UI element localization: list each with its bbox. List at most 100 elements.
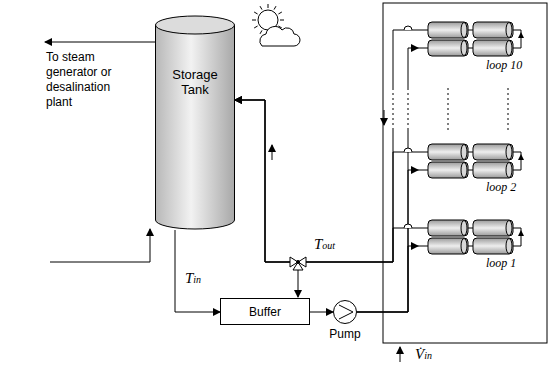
drawing-part <box>408 88 409 130</box>
drawing-part <box>260 26 300 46</box>
inlet-pipe <box>50 229 150 262</box>
drawing-part <box>428 162 468 178</box>
drawing-part <box>260 30 262 33</box>
drawing-part <box>473 238 513 254</box>
drawing-part <box>468 152 473 153</box>
drawing-part <box>468 170 473 171</box>
outlet-pipe <box>45 42 155 43</box>
drawing-part <box>473 220 513 236</box>
temperature-label: Tin <box>184 270 202 287</box>
drawing-part <box>506 41 512 56</box>
drawing-part <box>418 170 428 171</box>
flow-rate-label: V̇in <box>414 346 433 363</box>
drawing-part <box>260 6 262 9</box>
drawing-part <box>418 48 428 49</box>
temperature-label: Tout <box>313 236 336 253</box>
collector-loop: loop 1 <box>418 216 543 274</box>
drawing-part <box>418 228 428 229</box>
drawing-part <box>278 12 281 14</box>
drawing-part <box>254 26 257 28</box>
drawing-part <box>473 144 513 160</box>
drawing-part <box>468 228 473 229</box>
drawing-part <box>334 301 357 324</box>
drawing-part <box>418 152 428 153</box>
drawing-part <box>428 238 468 254</box>
pipe-hop <box>404 148 412 152</box>
pipe-connector <box>235 100 418 262</box>
pipe-connector <box>357 246 418 312</box>
drawing-part <box>473 162 513 178</box>
drawing-part <box>506 23 512 38</box>
bypass-pipe <box>298 270 299 297</box>
drawing-part <box>461 23 467 38</box>
pipe-hop <box>404 26 412 30</box>
drawing-part <box>252 20 256 21</box>
loop-label: loop 2 <box>486 180 516 195</box>
storage-tank: Storage Tank <box>155 15 235 230</box>
drawing-part <box>392 88 395 130</box>
drawing-part <box>407 88 410 130</box>
three-way-valve <box>290 257 306 270</box>
drawing-part <box>506 221 512 236</box>
drawing-part <box>339 305 353 319</box>
drawing-part <box>428 40 468 56</box>
drawing-part <box>461 41 467 56</box>
drawing-part <box>473 40 513 56</box>
loop-label: loop 1 <box>486 256 516 271</box>
drawing-part <box>461 221 467 236</box>
drawing-part <box>468 48 473 49</box>
drawing-part <box>508 88 509 130</box>
drawing-part <box>428 22 468 38</box>
drawing-part <box>518 154 524 160</box>
drawing-part <box>513 30 521 48</box>
pipe-connector <box>357 48 418 312</box>
drawing-part <box>400 347 401 362</box>
outlet-note: To steam generator or desalination plant <box>45 50 129 110</box>
drawing-part <box>518 32 524 38</box>
buffer-label: Buffer <box>249 305 281 319</box>
drawing-part <box>418 246 428 247</box>
pump-symbol: Pump <box>333 300 357 324</box>
drawing-part <box>254 12 257 14</box>
drawing-part <box>393 88 394 130</box>
drawing-part <box>518 230 524 236</box>
drawing-part <box>506 239 512 254</box>
pipe-connector <box>235 30 418 262</box>
drawing-part <box>384 110 385 125</box>
pipe-connector <box>357 170 418 312</box>
collector-field <box>383 3 547 343</box>
sun-cloud-icon <box>252 4 300 46</box>
collector-pair <box>418 216 543 274</box>
drawing-part <box>448 88 449 130</box>
drawing-part <box>297 261 300 264</box>
drawing-part <box>418 30 428 31</box>
pipe-connector <box>175 230 220 312</box>
buffer-box: Buffer <box>220 298 310 325</box>
collector-pair <box>418 18 543 76</box>
pipe-connector <box>310 312 333 313</box>
drawing-part <box>468 30 473 31</box>
collector-loop: loop 2 <box>418 140 543 198</box>
drawing-part <box>461 163 467 178</box>
drawing-part <box>468 246 473 247</box>
tank-label: Storage Tank <box>161 67 229 97</box>
drawing-part <box>280 20 284 21</box>
loop-label: loop 10 <box>486 58 522 73</box>
pump-outline <box>333 300 357 324</box>
drawing-part <box>272 145 273 160</box>
pump-label: Pump <box>329 327 360 341</box>
drawing-part <box>428 220 468 236</box>
drawing-part <box>461 239 467 254</box>
drawing-part <box>156 25 235 229</box>
pipe-hop <box>404 224 412 228</box>
continuation-marks <box>393 88 508 130</box>
drawing-part <box>156 16 235 34</box>
pipe-connector <box>235 100 418 262</box>
collector-pair <box>418 140 543 198</box>
drawing-part <box>268 4 269 8</box>
drawing-part <box>473 22 513 38</box>
tank-outline <box>155 15 235 230</box>
drawing-part <box>513 152 521 170</box>
collector-loop: loop 10 <box>418 18 543 76</box>
drawing-part <box>428 144 468 160</box>
